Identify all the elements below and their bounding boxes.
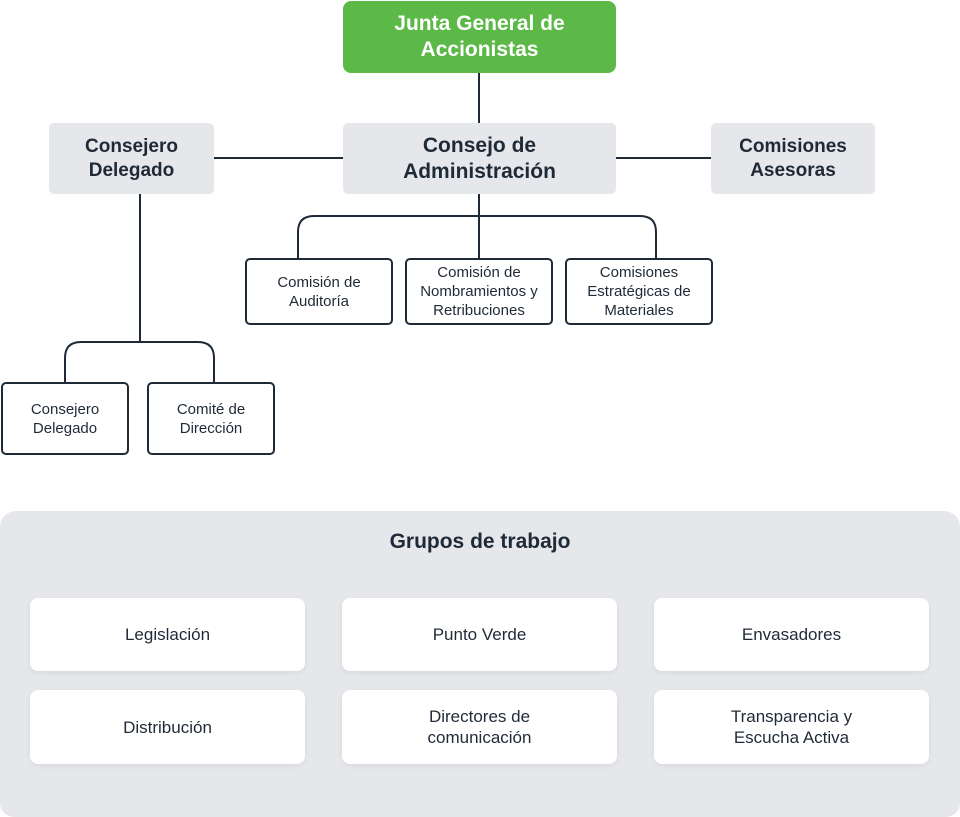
group-card: Transparencia y Escucha Activa [654,690,929,764]
connector-lines [64,73,711,382]
group-card: Envasadores [654,598,929,671]
group-card: Directores de comunicación [342,690,617,764]
delegate-child-box: Consejero Delegado [1,382,129,455]
working-groups-title: Grupos de trabajo [389,530,571,553]
group-card: Distribución [30,690,305,764]
shareholders-meeting-box: Junta General de Accionistas [343,1,616,73]
group-card: Legislación [30,598,305,671]
appointments-committee-box: Comisión de Nombramientos y Retribucione… [405,258,553,325]
management-committee-box: Comité de Dirección [147,382,275,455]
advisory-committees-box: Comisiones Asesoras [711,123,875,194]
board-of-directors-box: Consejo de Administración [343,123,616,194]
group-card: Punto Verde [342,598,617,671]
audit-committee-box: Comisión de Auditoría [245,258,393,325]
ceo-box: Consejero Delegado [49,123,214,194]
materials-committee-box: Comisiones Estratégicas de Materiales [565,258,713,325]
